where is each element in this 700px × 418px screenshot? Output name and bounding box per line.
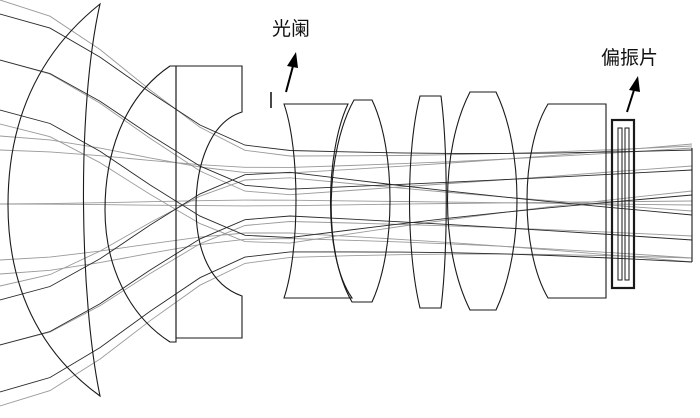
- ray-path: [0, 251, 693, 393]
- lens-element-5: [330, 99, 391, 303]
- ray-path: [0, 59, 693, 196]
- lens-element-8: [526, 103, 607, 299]
- ray-path: [0, 147, 693, 168]
- ray-path: [0, 200, 693, 207]
- polarizer-frame: [610, 118, 636, 290]
- lens-element-3: [175, 65, 243, 339]
- ray-path: [0, 177, 693, 287]
- ray-path: [0, 253, 693, 407]
- aperture-arrow: [285, 52, 298, 93]
- lens-element-2: [104, 65, 177, 343]
- polarizer-arrow: [626, 76, 640, 113]
- lens-element-4: [283, 103, 354, 299]
- ray-path: [0, 0, 693, 157]
- ray-bundle-dark: [0, 13, 693, 393]
- ray-path: [0, 13, 693, 154]
- ray-path: [0, 171, 693, 301]
- polarizer-plate: [617, 127, 623, 281]
- polarizer-plate: [624, 127, 630, 281]
- lens-element-6: [408, 95, 447, 309]
- lens-element-7: [446, 91, 518, 311]
- ray-path: [0, 109, 693, 239]
- aperture-stop-label: 光阑: [272, 18, 311, 40]
- ray-path: [0, 59, 693, 190]
- polarizer-label: 偏振片: [601, 47, 659, 69]
- ray-path: [0, 221, 693, 346]
- ray-path: [0, 232, 693, 263]
- lens-element-1: [7, 2, 101, 398]
- ray-path: [0, 215, 693, 346]
- ray-path: [0, 238, 693, 275]
- lens-elements: [7, 2, 693, 398]
